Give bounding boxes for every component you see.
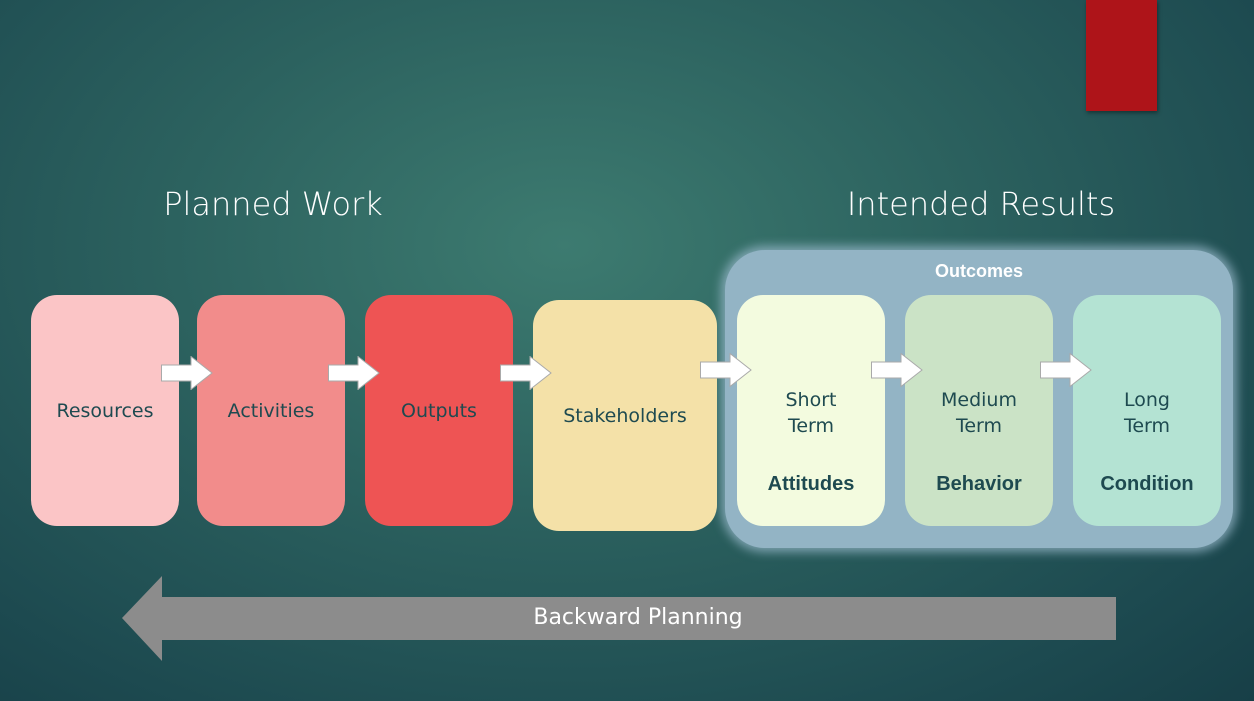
right-arrow-icon [700, 353, 752, 387]
box-stakeholders: Stakeholders [533, 300, 717, 531]
box-outputs: Outputs [365, 295, 513, 526]
planned-work-title: Planned Work [163, 185, 383, 223]
box-label: Stakeholders [563, 404, 687, 427]
box-label: Activities [227, 399, 315, 422]
box-line1: Medium [941, 389, 1017, 411]
right-arrow-icon [161, 356, 213, 390]
box-line2: Term [787, 415, 835, 437]
box-sub: Attitudes [767, 473, 855, 495]
backward-planning-label: Backward Planning [533, 605, 743, 630]
right-arrow-icon [328, 356, 380, 390]
right-arrow-icon [1040, 353, 1092, 387]
box-line1: Long [1124, 389, 1170, 411]
box-line2: Term [1123, 415, 1171, 437]
backward-arrow-icon [122, 576, 1116, 661]
intended-results-title: Intended Results [846, 185, 1116, 223]
box-activities: Activities [197, 295, 345, 526]
right-arrow-icon [871, 353, 923, 387]
box-sub: Behavior [936, 473, 1022, 495]
box-label: Resources [56, 399, 154, 422]
box-line2: Term [955, 415, 1003, 437]
box-resources: Resources [31, 295, 179, 526]
red-accent-tab [1086, 0, 1157, 111]
box-line1: Short [785, 389, 837, 411]
right-arrow-icon [500, 356, 552, 390]
outcomes-label: Outcomes [934, 261, 1024, 281]
box-sub: Condition [1100, 473, 1194, 495]
box-label: Outputs [401, 399, 477, 422]
